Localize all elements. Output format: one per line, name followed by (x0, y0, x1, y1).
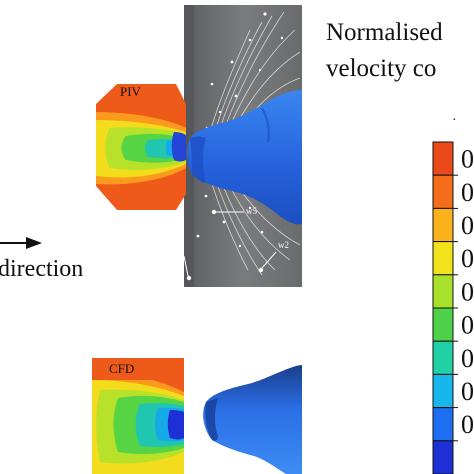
legend: Normalised velocity co · 0 0 0 0 0 0 0 0 0 (326, 19, 474, 474)
flow-direction-indicator: direction (0, 237, 83, 282)
cfd-velocity-field: CFD (92, 358, 184, 474)
legend-title-line1: Normalised (326, 19, 443, 46)
colorbar-segment (432, 141, 454, 176)
colorbar-segment (432, 307, 454, 342)
cfd-label-box (92, 358, 184, 380)
flow-arrow-head (26, 237, 42, 249)
colorbar-tick-label: 0 (461, 311, 474, 340)
colorbar-tick-label: 0 (461, 145, 474, 174)
upper-object (187, 90, 302, 225)
measurement-points: w5 w1 w2 (171, 206, 289, 281)
direction-label: direction (0, 256, 83, 282)
legend-title-line2: velocity co (326, 55, 436, 82)
colorbar (432, 141, 454, 474)
cfd-label: CFD (109, 361, 134, 376)
colorbar-ticks: 0 0 0 0 0 0 0 0 0 (453, 145, 474, 442)
w2-leader (261, 251, 277, 269)
legend-top-tick-fragment: · (452, 113, 457, 128)
colorbar-tick-label: 0 (461, 178, 474, 207)
colorbar-segment (432, 274, 454, 309)
w2-marker (258, 267, 264, 273)
cfd-contour-blue (167, 410, 184, 440)
colorbar-segment (432, 207, 454, 243)
piv-contour-blue (171, 132, 186, 162)
piv-velocity-field: PIV (96, 84, 186, 210)
colorbar-tick-label: 0 (461, 410, 474, 439)
colorbar-segment (432, 407, 454, 442)
colorbar-tick-label: 0 (461, 377, 474, 406)
colorbar-tick-label: 0 (461, 277, 474, 306)
colorbar-segment (432, 241, 454, 276)
w2-label: w2 (278, 240, 289, 250)
w1-marker (186, 275, 192, 281)
colorbar-segment (432, 340, 454, 375)
w5-marker (211, 209, 217, 215)
colorbar-segment (432, 373, 454, 409)
colorbar-segment (432, 174, 454, 209)
colorbar-segment (432, 440, 454, 474)
piv-label: PIV (120, 84, 142, 99)
colorbar-tick-label: 0 (461, 244, 474, 273)
colorbar-tick-label: 0 (461, 344, 474, 373)
w5-label: w5 (246, 206, 257, 216)
lower-object (203, 365, 302, 474)
w1-leader (183, 255, 189, 277)
w1-label: w1 (171, 244, 182, 254)
colorbar-tick-label: 0 (461, 211, 474, 240)
